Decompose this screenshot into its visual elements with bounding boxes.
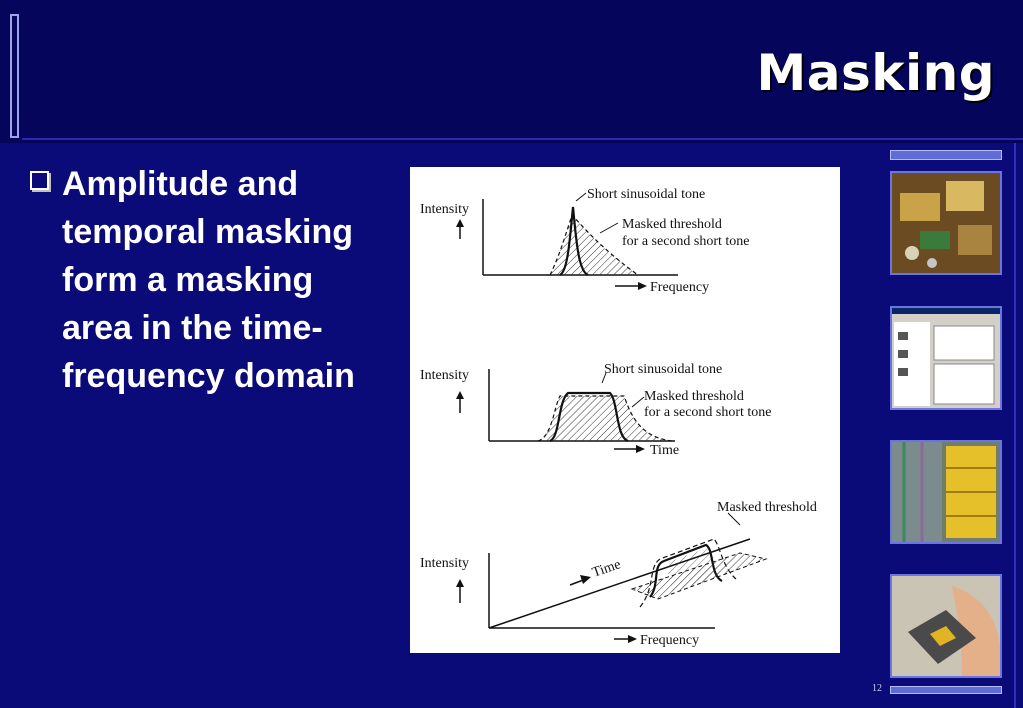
panel1-up-arrowhead [456,219,464,227]
bullet-text: Amplitude and temporal masking form a ma… [62,165,355,395]
panel1-x-arrowhead [638,282,647,290]
panel2-tone-burst [549,391,629,443]
panel2-threshold-leader [631,396,645,408]
software-window-image [892,308,1000,408]
panel3-threshold-label: Masked threshold [717,500,817,515]
masking-diagram: Intensity Short sinusoidal tone Masked t… [420,187,817,648]
panel-frequency-masking: Intensity Short sinusoidal tone Masked t… [420,187,750,295]
panel2-up-arrowhead [456,391,464,399]
panel1-tone-leader [575,192,587,202]
rail-bar-bottom [890,686,1002,694]
circuit-board-image [892,173,1000,273]
processor-in-hand-image [892,576,1000,676]
panel2-x-arrowhead [636,445,645,453]
header-rule [22,138,1023,140]
circuit-board-thumbnail [890,171,1002,275]
panel1-y-label: Intensity [420,202,469,217]
rail-vertical-line [1014,143,1016,708]
panel3-y-label: Intensity [420,556,469,571]
panel1-threshold-line2: for a second short tone [622,234,750,249]
panel1-tone-peak [559,206,589,277]
panel3-time-arrowhead [580,575,591,584]
bullet-checkbox-icon [30,171,49,190]
chip-die-image [892,442,1000,542]
panel2-x-label: Time [650,443,679,458]
panel3-x-arrowhead [628,635,637,643]
panel2-tone-label: Short sinusoidal tone [604,362,722,377]
panel3-threshold-leader [727,512,741,526]
header-band [0,0,1023,143]
panel-time-frequency-masking: Intensity Time Masked threshold Frequenc… [420,500,817,648]
panel2-tone-leader [601,372,607,384]
panel3-masked-volume [666,547,720,593]
panel1-threshold-leader [599,222,619,234]
panel2-masked-area [538,396,672,441]
panel2-threshold-curve [537,395,673,442]
panel2-threshold-line1: Masked threshold [644,389,744,404]
chip-die-thumbnail [890,440,1002,544]
page-number: 12 [872,683,882,694]
panel1-threshold-line1: Masked threshold [622,217,722,232]
panel3-threshold-surface [639,538,737,608]
panel3-up-arrowhead [456,579,464,587]
panel1-masked-area [550,215,638,275]
panel1-tone-label: Short sinusoidal tone [587,187,705,202]
software-window-thumbnail [890,306,1002,410]
header-bracket-decoration [10,14,19,138]
panel3-time-label: Time [590,557,622,581]
slide-title: Masking [756,44,995,102]
processor-in-hand-thumbnail [890,574,1002,678]
panel-temporal-masking: Intensity Short sinusoidal tone Masked t… [420,362,772,458]
panel2-y-label: Intensity [420,368,469,383]
panel1-x-label: Frequency [650,280,709,295]
rail-bar-top [890,150,1002,160]
panel2-threshold-line2: for a second short tone [644,405,772,420]
masking-figure: Intensity Short sinusoidal tone Masked t… [410,167,840,653]
panel3-x-label: Frequency [640,633,699,648]
